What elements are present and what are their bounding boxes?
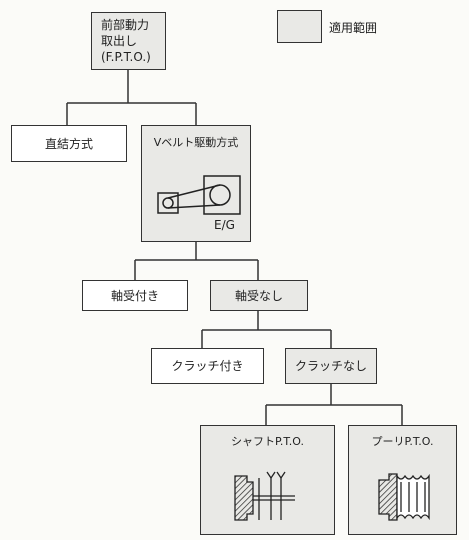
node-no-bearing: 軸受なし xyxy=(210,280,308,311)
node-no-clutch: クラッチなし xyxy=(285,348,377,384)
node-vbelt-label: Vベルト駆動方式 xyxy=(153,136,239,149)
pulley-icon xyxy=(378,473,430,521)
engine-pulley-icon xyxy=(157,175,241,215)
node-pulley-pto: プーリP.T.O. xyxy=(348,425,457,535)
node-pulley-pto-label: プーリP.T.O. xyxy=(371,435,434,448)
node-with-bearing: 軸受付き xyxy=(82,280,188,311)
node-vbelt-drive: Vベルト駆動方式 xyxy=(141,125,251,242)
legend-swatch xyxy=(277,10,322,43)
node-shaft-pto: シャフトP.T.O. xyxy=(200,425,335,535)
legend-label: 適用範囲 xyxy=(329,21,378,35)
engine-label: E/G xyxy=(214,218,235,232)
node-direct-coupling: 直結方式 xyxy=(11,125,127,162)
node-fpto: 前部動力 取出し (F.P.T.O.) xyxy=(91,12,166,70)
shaft-coupling-icon xyxy=(234,471,295,521)
node-shaft-pto-label: シャフトP.T.O. xyxy=(230,435,305,448)
node-with-clutch: クラッチ付き xyxy=(151,348,264,384)
